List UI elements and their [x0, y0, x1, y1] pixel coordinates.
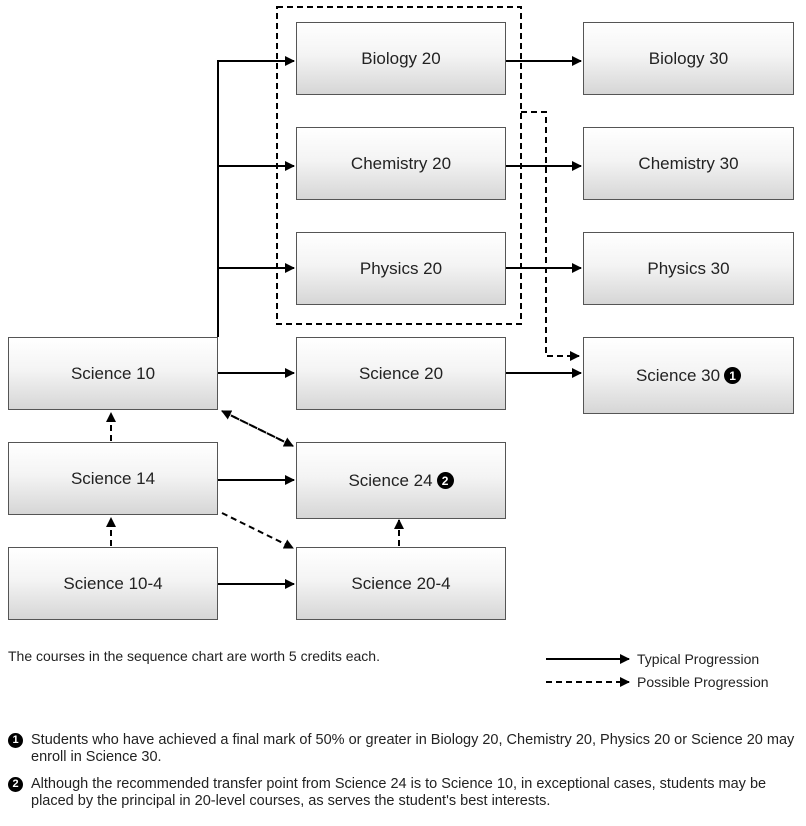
course-science-10-4: Science 10-4	[8, 547, 218, 620]
course-biology-20: Biology 20	[296, 22, 506, 95]
legend-possible-label: Possible Progression	[637, 674, 769, 690]
course-label: Science 10	[70, 363, 156, 383]
footnote-text: Although the recommended transfer point …	[31, 776, 767, 809]
arrow-group-science30-possible	[521, 111, 580, 361]
course-label: Physics 20	[359, 258, 443, 278]
course-science-10: Science 10	[8, 337, 218, 410]
course-label: Science 10-4	[63, 573, 163, 593]
arrow-science10-science24-possible	[221, 410, 294, 447]
footnote-one-badge: 1	[724, 367, 742, 384]
course-biology-30: Biology 30	[583, 22, 794, 95]
footnote-1: 1 Students who have achieved a final mar…	[8, 732, 798, 766]
course-label: Science 20-4	[351, 573, 451, 593]
footnote-2: 2 Although the recommended transfer poin…	[8, 776, 798, 810]
course-chemistry-20: Chemistry 20	[296, 127, 506, 200]
course-science-14: Science 14	[8, 442, 218, 515]
footnote-two-badge: 2	[436, 472, 454, 489]
course-science-20: Science 20	[296, 337, 506, 410]
course-label: Science 30	[635, 365, 721, 385]
course-physics-30: Physics 30	[583, 232, 794, 305]
course-label: Biology 20	[361, 48, 441, 68]
course-label: Science 24	[348, 470, 433, 490]
arrow-science14-science20-4-possible	[221, 512, 294, 549]
course-label: Science 20	[358, 363, 444, 383]
footnote-marker: 1	[8, 733, 23, 748]
course-label: Chemistry 20	[350, 153, 452, 173]
course-physics-20: Physics 20	[296, 232, 506, 305]
course-label: Chemistry 30	[638, 153, 739, 173]
course-science-20-4: Science 20-4	[296, 547, 506, 620]
credits-note: The courses in the sequence chart are wo…	[8, 648, 380, 664]
course-label: Physics 30	[647, 258, 730, 278]
science10-trunk-line	[217, 56, 295, 337]
course-label: Science 14	[70, 468, 156, 488]
legend-typical-label: Typical Progression	[637, 651, 760, 667]
course-chemistry-30: Chemistry 30	[583, 127, 794, 200]
footnote-marker: 2	[8, 777, 23, 792]
course-label: Biology 30	[648, 48, 729, 68]
footnote-text: Students who have achieved a final mark …	[31, 732, 795, 765]
